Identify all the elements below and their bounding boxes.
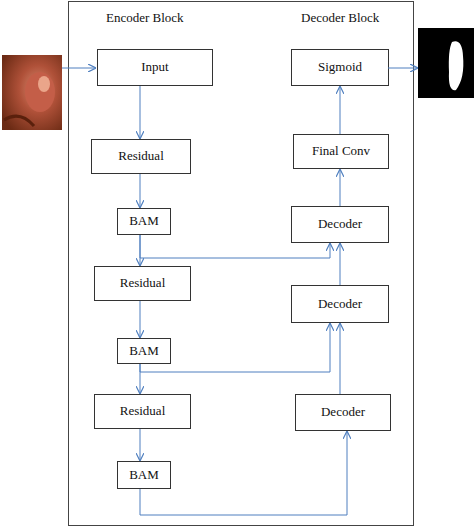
- decoder-box: Decoder: [295, 394, 391, 431]
- connector-arrow: [340, 323, 341, 394]
- outer-frame: Encoder BlockDecoder BlockInputResidualB…: [68, 1, 414, 526]
- box-label: Decoder: [318, 297, 362, 312]
- decoder-box: Decoder: [291, 285, 389, 323]
- mucosa-fold: [4, 116, 34, 126]
- box-label: Input: [141, 60, 168, 75]
- mask-background: [418, 28, 474, 98]
- connector-arrow: [140, 431, 347, 515]
- output-arrow: [388, 68, 418, 69]
- box-label: Sigmoid: [318, 60, 362, 75]
- connector-arrow: [140, 364, 141, 394]
- box-label: BAM: [129, 468, 159, 483]
- edge-group: [140, 86, 347, 515]
- endoscopy-photo: [2, 55, 62, 130]
- polyp-shape: [25, 72, 55, 112]
- connector-arrow: [140, 235, 141, 266]
- box-label: BAM: [129, 344, 159, 359]
- output-mask: [418, 28, 474, 98]
- input-box: Input: [97, 49, 213, 86]
- connector-arrow: [340, 169, 341, 206]
- endoscopy-shading: [2, 55, 62, 130]
- box-label: BAM: [129, 214, 159, 229]
- bam-box: BAM: [117, 338, 171, 364]
- connector-arrow: [140, 301, 141, 338]
- connector-arrow: [140, 323, 330, 372]
- box-label: Decoder: [318, 217, 362, 232]
- connector-arrow: [140, 429, 141, 461]
- bam-box: BAM: [117, 461, 171, 489]
- box-label: Final Conv: [312, 144, 370, 159]
- sigmoid-box: Sigmoid: [291, 49, 389, 86]
- connector-arrow: [140, 86, 141, 139]
- box-label: Residual: [120, 404, 166, 419]
- decoder-box: Decoder: [291, 206, 389, 243]
- block-heading: Encoder Block: [106, 11, 184, 26]
- residual-box: Residual: [94, 266, 191, 301]
- bam-box: BAM: [117, 208, 171, 235]
- residual-box: Residual: [91, 139, 191, 174]
- box-label: Residual: [118, 149, 164, 164]
- input-arrow: [62, 68, 96, 69]
- polyp-highlight: [38, 76, 50, 92]
- block-heading: Decoder Block: [301, 11, 379, 26]
- final-conv-box: Final Conv: [293, 134, 389, 169]
- box-label: Decoder: [321, 405, 365, 420]
- mask-region: [449, 41, 464, 90]
- residual-box: Residual: [94, 394, 191, 429]
- connector-arrow: [340, 243, 341, 285]
- box-label: Residual: [120, 276, 166, 291]
- connector-arrow: [340, 86, 341, 134]
- connector-arrow: [140, 174, 141, 208]
- connector-arrow: [140, 235, 330, 258]
- input-image: [2, 55, 62, 130]
